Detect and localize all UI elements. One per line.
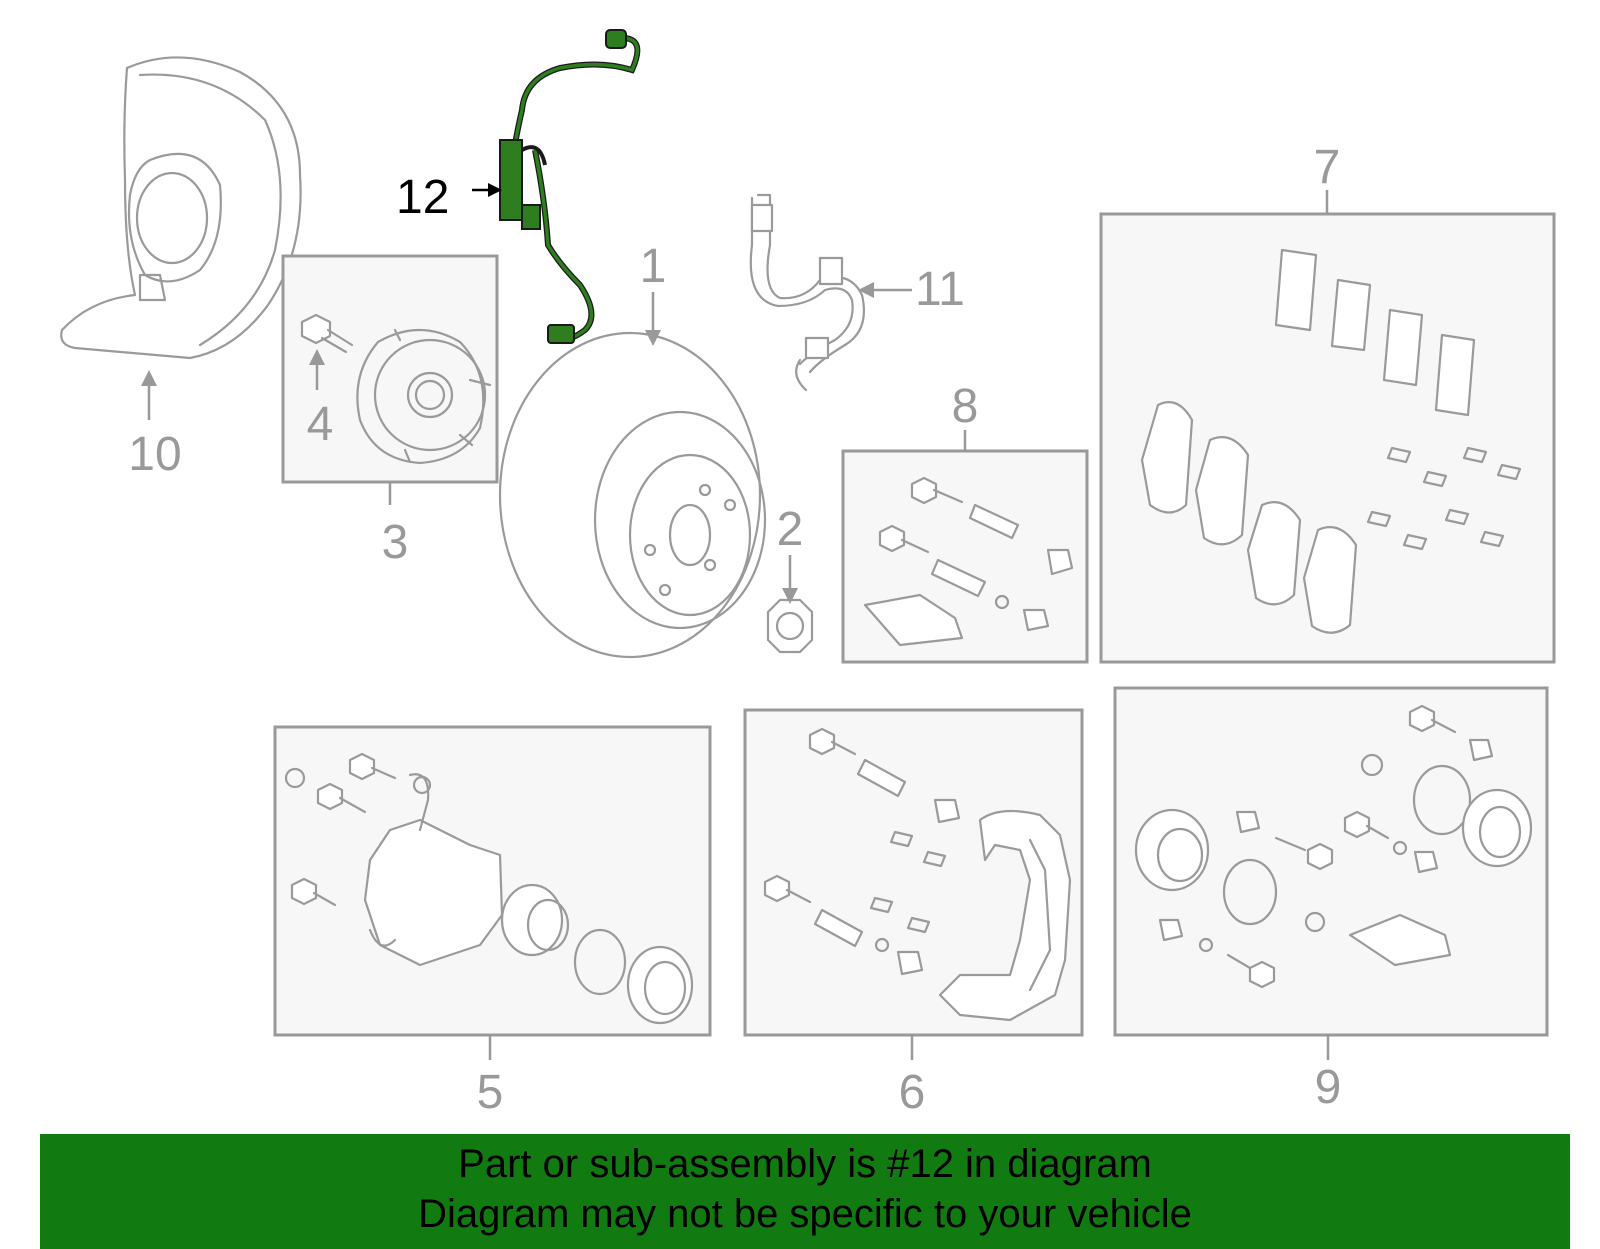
part-5-caliper	[284, 752, 694, 1025]
callout-3: 3	[382, 516, 409, 569]
part-1-brake-rotor	[498, 292, 767, 659]
info-banner: Part or sub-assembly is #12 in diagram D…	[40, 1134, 1570, 1249]
part-8-contents	[863, 476, 1074, 647]
part-4-hub-bolt	[300, 313, 354, 390]
callout-1: 1	[640, 240, 667, 293]
part-2-hub-nut	[766, 555, 814, 654]
part-11-brake-hose	[749, 193, 912, 392]
callout-4: 4	[307, 398, 334, 451]
part-7-pad-set	[1140, 248, 1522, 634]
callout-9: 9	[1315, 1061, 1342, 1114]
banner-line-2: Diagram may not be specific to your vehi…	[418, 1192, 1192, 1236]
box-part-3	[281, 254, 499, 484]
part-9-seal-kit	[1134, 704, 1533, 989]
callout-8: 8	[952, 380, 979, 433]
callout-11: 11	[915, 263, 965, 316]
callout-2: 2	[777, 503, 804, 556]
part-6-bracket	[763, 727, 1072, 1022]
callout-6: 6	[899, 1066, 926, 1119]
callout-10: 10	[128, 428, 181, 481]
banner-line-1: Part or sub-assembly is #12 in diagram	[458, 1142, 1152, 1186]
callout-5: 5	[477, 1066, 504, 1119]
part-3-hub-bearing	[356, 328, 492, 465]
callout-12: 12	[396, 171, 449, 224]
part-10-dust-shield	[60, 56, 302, 420]
part-12-speed-sensor	[472, 29, 641, 344]
callout-7: 7	[1314, 141, 1341, 194]
